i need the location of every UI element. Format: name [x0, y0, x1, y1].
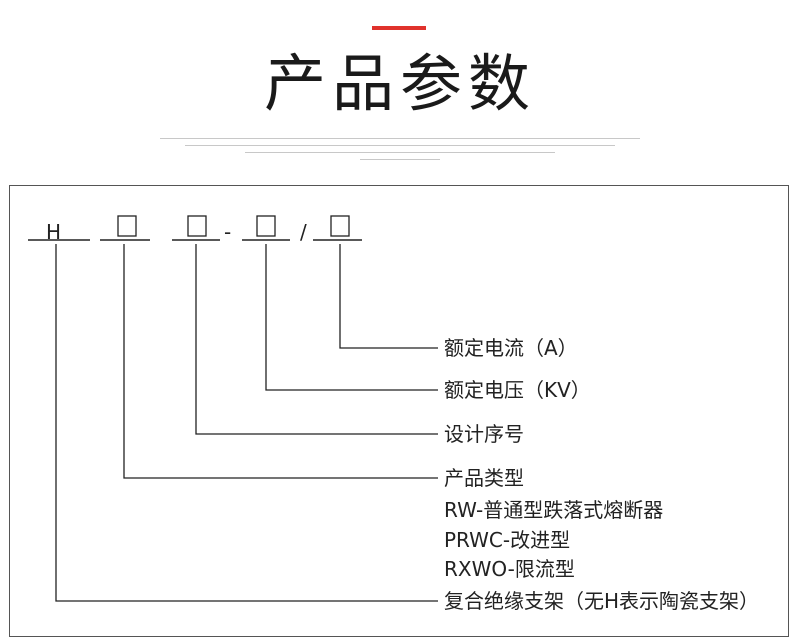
page-title: 产品参数	[263, 47, 536, 120]
label-rated-voltage: 额定电压（KV）	[444, 378, 591, 402]
leader-product-type	[123, 244, 438, 479]
leader-rated-current	[339, 244, 438, 349]
label-type-prwc: PRWC-改进型	[444, 528, 571, 552]
code-prefix-h: H	[46, 220, 62, 244]
label-composite-bracket: 复合绝缘支架（无H表示陶瓷支架）	[444, 589, 760, 613]
title-accent-bar	[372, 26, 426, 30]
code-box-current	[330, 215, 350, 237]
leader-rated-voltage	[265, 244, 438, 391]
code-box-voltage	[256, 215, 276, 237]
label-rated-current: 额定电流（A）	[444, 336, 578, 360]
diagram-panel	[9, 185, 789, 637]
label-product-type: 产品类型	[444, 466, 524, 490]
leader-composite-bracket	[55, 244, 438, 602]
label-type-rw: RW-普通型跌落式熔断器	[444, 498, 664, 522]
code-box-type	[117, 215, 137, 237]
label-design-serial: 设计序号	[444, 422, 524, 446]
code-box-serial	[187, 215, 207, 237]
label-type-rxwo: RXWO-限流型	[444, 557, 575, 581]
code-dash: -	[224, 220, 232, 244]
fine-print-decoration	[150, 138, 650, 166]
code-slash: /	[300, 220, 307, 244]
leader-design-serial	[195, 244, 438, 435]
